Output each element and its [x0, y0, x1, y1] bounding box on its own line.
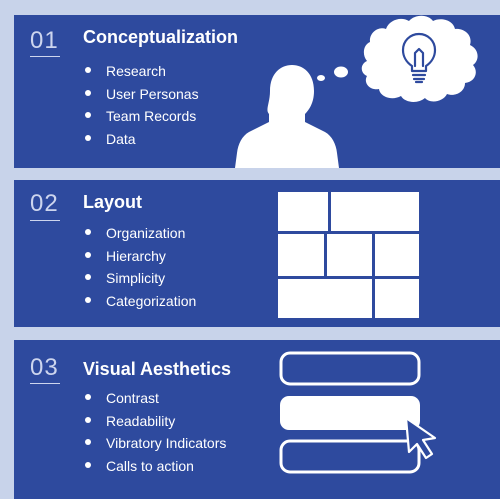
- list-item-label: Data: [106, 130, 136, 147]
- section-item-list: Organization Hierarchy Simplicity Catego…: [82, 222, 196, 312]
- list-item: Calls to action: [82, 455, 226, 478]
- list-item-label: Calls to action: [106, 457, 194, 474]
- section-number: 02: [30, 190, 59, 217]
- list-item: Categorization: [82, 290, 196, 313]
- bullet-dot: [85, 296, 91, 303]
- section-number: 03: [30, 354, 59, 381]
- list-item: Hierarchy: [82, 245, 196, 268]
- section-title: Layout: [83, 192, 143, 212]
- section-number-rule: [30, 383, 60, 384]
- filled-button-shape: [280, 396, 420, 430]
- list-item: User Personas: [82, 83, 199, 106]
- list-item-label: Team Records: [106, 108, 197, 124]
- section-title: Conceptualization: [83, 27, 239, 47]
- list-item-label: Simplicity: [106, 270, 166, 286]
- bullet-dot: [85, 134, 91, 141]
- bullet-dot: [85, 229, 91, 235]
- bullet-dot: [85, 67, 91, 73]
- list-item-label: Readability: [106, 412, 176, 429]
- section-title: Visual Aesthetics: [83, 359, 232, 379]
- list-item-label: Hierarchy: [106, 247, 166, 264]
- lightbulb-icon: [401, 32, 437, 84]
- list-item-label: User Personas: [106, 85, 199, 102]
- bullet-dot: [85, 439, 91, 445]
- list-item-label: Organization: [106, 225, 186, 241]
- list-item: Vibratory Indicators: [82, 432, 226, 455]
- list-item: Data: [82, 128, 199, 151]
- buttons-cursor-icon: [279, 351, 437, 474]
- list-item: Team Records: [82, 105, 199, 128]
- bullet-dot: [85, 274, 91, 280]
- bullet-dot: [85, 461, 91, 468]
- list-item: Simplicity: [82, 267, 196, 290]
- list-item-label: Categorization: [106, 292, 197, 309]
- bullet-dot: [85, 89, 91, 96]
- section-item-list: Research User Personas Team Records Data: [82, 60, 199, 150]
- section-number-rule: [30, 220, 60, 221]
- section-visual-aesthetics: 03 Visual Aesthetics Contrast Readabilit…: [14, 340, 500, 499]
- list-item: Readability: [82, 410, 226, 433]
- section-item-list: Contrast Readability Vibratory Indicator…: [82, 387, 226, 477]
- grid-layout-icon: [278, 192, 419, 318]
- bullet-dot: [85, 394, 91, 400]
- bullet-dot: [85, 112, 91, 118]
- section-number: 01: [30, 27, 59, 54]
- list-item-label: Vibratory Indicators: [106, 435, 227, 451]
- person-silhouette-icon: [235, 65, 339, 168]
- bullet-dot: [85, 251, 91, 258]
- list-item: Organization: [82, 222, 196, 245]
- list-item: Research: [82, 60, 199, 83]
- cursor-arrow-icon: [404, 416, 437, 460]
- list-item-label: Research: [106, 63, 166, 79]
- list-item-label: Contrast: [106, 390, 159, 406]
- section-conceptualization: 01 Conceptualization Research User Perso…: [14, 15, 500, 168]
- section-layout: 02 Layout Organization Hierarchy Simplic…: [14, 180, 500, 327]
- thought-bubble-icon: [317, 15, 478, 102]
- outline-button-shape: [279, 351, 421, 386]
- list-item: Contrast: [82, 387, 226, 410]
- person-thinking-lightbulb-icon: [235, 15, 478, 168]
- outline-button-shape: [279, 439, 421, 474]
- bullet-dot: [85, 416, 91, 423]
- section-number-rule: [30, 56, 60, 57]
